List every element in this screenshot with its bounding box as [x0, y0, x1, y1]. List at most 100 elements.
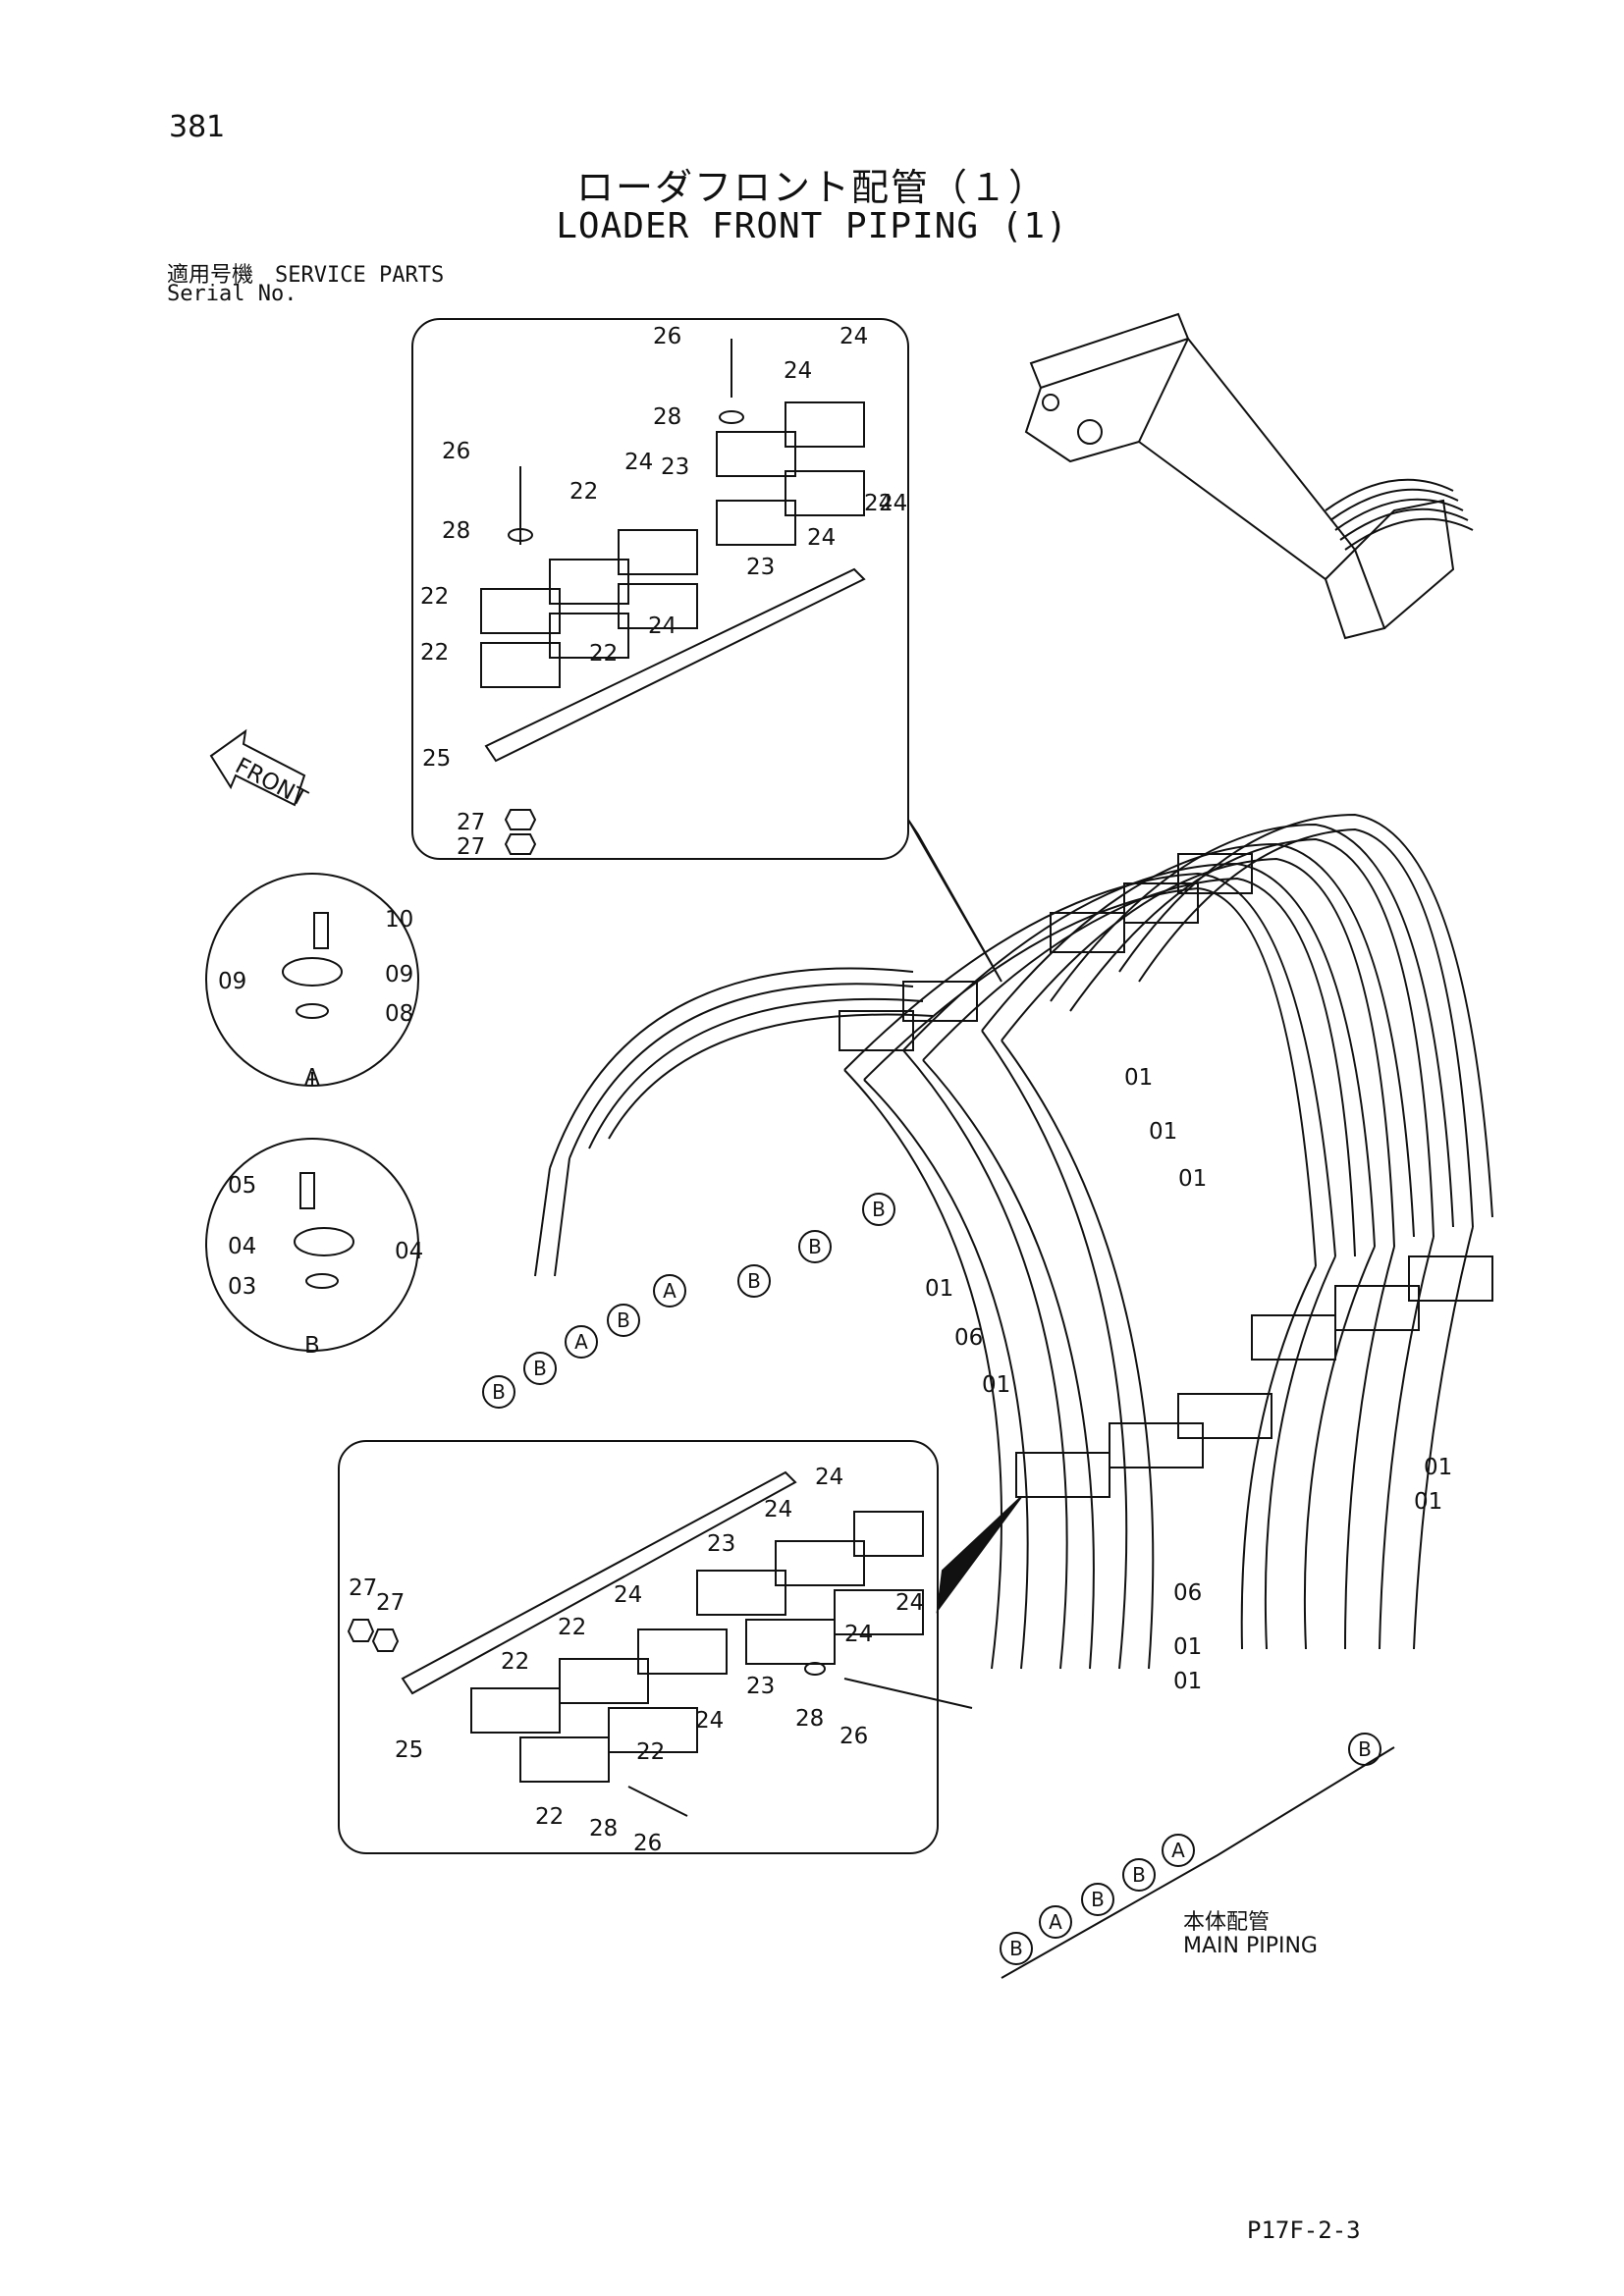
svg-text:24: 24 [895, 1590, 924, 1616]
port-marker: B [1348, 1733, 1381, 1766]
port-marker: B [1122, 1858, 1156, 1892]
bottom-detail-parts [347, 1470, 973, 1817]
svg-text:04: 04 [228, 1234, 256, 1259]
svg-text:26: 26 [442, 439, 470, 464]
svg-text:28: 28 [653, 404, 681, 430]
port-marker: B [523, 1352, 557, 1385]
svg-text:28: 28 [442, 518, 470, 544]
svg-text:A: A [663, 1279, 677, 1303]
svg-text:26: 26 [839, 1724, 868, 1749]
main-piping-bracket [1001, 1746, 1395, 1979]
svg-text:B: B [492, 1380, 506, 1404]
top-detail-pointer [907, 819, 1002, 983]
svg-text:24: 24 [879, 491, 907, 516]
top-detail-frame [411, 318, 909, 860]
svg-text:26: 26 [653, 324, 681, 349]
hose-bundle-front [843, 813, 1493, 1670]
page-number: 381 [169, 110, 226, 144]
svg-text:09: 09 [218, 969, 246, 994]
svg-text:27: 27 [376, 1590, 405, 1616]
top-detail-parts [480, 339, 866, 855]
port-marker: A [565, 1325, 598, 1359]
svg-text:01: 01 [1178, 1166, 1207, 1192]
svg-text:B: B [1009, 1937, 1023, 1960]
svg-text:24: 24 [784, 358, 812, 384]
bottom-detail-pointer [936, 1496, 1022, 1614]
bottom-detail-callouts: 24 24 23 27 27 24 22 24 22 24 24 23 28 2… [349, 1465, 924, 1856]
main-piping-label-en: MAIN PIPING [1183, 1934, 1318, 1958]
svg-text:22: 22 [589, 641, 618, 667]
svg-text:B: B [747, 1269, 761, 1293]
port-markers: B B A B A B B B B B A B B A [482, 1193, 1381, 1965]
svg-text:24: 24 [864, 491, 893, 516]
svg-text:24: 24 [648, 614, 677, 639]
serial-number-label: Serial No. [167, 282, 298, 306]
svg-text:28: 28 [589, 1816, 618, 1842]
port-marker: A [1162, 1834, 1195, 1867]
svg-text:27: 27 [349, 1575, 377, 1601]
svg-text:24: 24 [844, 1622, 873, 1647]
svg-text:B: B [1091, 1888, 1105, 1911]
svg-text:24: 24 [839, 324, 868, 349]
svg-text:01: 01 [1173, 1634, 1202, 1660]
svg-text:22: 22 [636, 1739, 665, 1765]
port-marker: B [737, 1264, 771, 1298]
svg-text:22: 22 [501, 1649, 529, 1675]
svg-text:24: 24 [764, 1497, 792, 1522]
port-marker: B [482, 1375, 515, 1409]
svg-text:A: A [574, 1330, 588, 1354]
port-marker: B [1081, 1883, 1114, 1916]
port-marker: B [1000, 1932, 1033, 1965]
svg-text:24: 24 [614, 1582, 642, 1608]
svg-text:01: 01 [1149, 1119, 1177, 1145]
page-code: P17F-2-3 [1247, 2216, 1361, 2244]
svg-text:B: B [1358, 1737, 1372, 1761]
svg-text:B: B [1132, 1863, 1146, 1887]
svg-text:24: 24 [815, 1465, 843, 1490]
clamp-blocks [839, 853, 1493, 1498]
svg-text:A: A [1049, 1910, 1062, 1934]
svg-text:01: 01 [1173, 1669, 1202, 1694]
svg-text:26: 26 [633, 1831, 662, 1856]
port-marker: A [1039, 1905, 1072, 1939]
front-arrow-icon [209, 728, 306, 807]
svg-text:A: A [1171, 1839, 1185, 1862]
detail-b-parts [294, 1172, 354, 1289]
svg-text:25: 25 [395, 1737, 423, 1763]
svg-text:B: B [872, 1198, 886, 1221]
svg-text:01: 01 [1424, 1455, 1452, 1480]
front-arrow-label: FRONT [231, 753, 311, 812]
svg-text:04: 04 [395, 1239, 423, 1264]
svg-text:22: 22 [569, 479, 598, 505]
detail-b-callouts: 05 04 04 03 [228, 1173, 423, 1300]
detail-a-callouts: 10 09 09 08 [218, 907, 413, 1027]
svg-text:B: B [808, 1235, 822, 1258]
svg-text:06: 06 [1173, 1580, 1202, 1606]
svg-text:23: 23 [661, 454, 689, 480]
svg-text:01: 01 [1414, 1489, 1442, 1515]
port-marker: A [653, 1274, 686, 1308]
port-marker: B [607, 1304, 640, 1337]
svg-text:01: 01 [1124, 1065, 1153, 1091]
svg-text:27: 27 [457, 834, 485, 860]
boom-illustration [1024, 312, 1474, 640]
svg-text:27: 27 [457, 810, 485, 835]
svg-text:06: 06 [954, 1325, 983, 1351]
svg-text:24: 24 [624, 450, 653, 475]
svg-text:24: 24 [807, 525, 836, 551]
hose-bundle-back [534, 967, 934, 1277]
port-marker: B [798, 1230, 832, 1263]
svg-text:01: 01 [982, 1372, 1010, 1398]
top-detail-callouts: 26 24 24 28 23 24 24 26 24 22 28 24 23 2… [420, 324, 907, 860]
svg-text:25: 25 [422, 746, 451, 772]
detail-label-a: A [304, 1065, 320, 1091]
applicable-models-label: 適用号機 SERVICE PARTS [167, 263, 445, 288]
svg-text:23: 23 [707, 1531, 735, 1557]
svg-text:22: 22 [535, 1804, 564, 1830]
page-title-jp: ローダフロント配管（１） [575, 166, 1048, 209]
detail-a-parts [282, 912, 343, 1019]
svg-text:10: 10 [385, 907, 413, 933]
svg-text:03: 03 [228, 1274, 256, 1300]
svg-text:09: 09 [385, 962, 413, 988]
